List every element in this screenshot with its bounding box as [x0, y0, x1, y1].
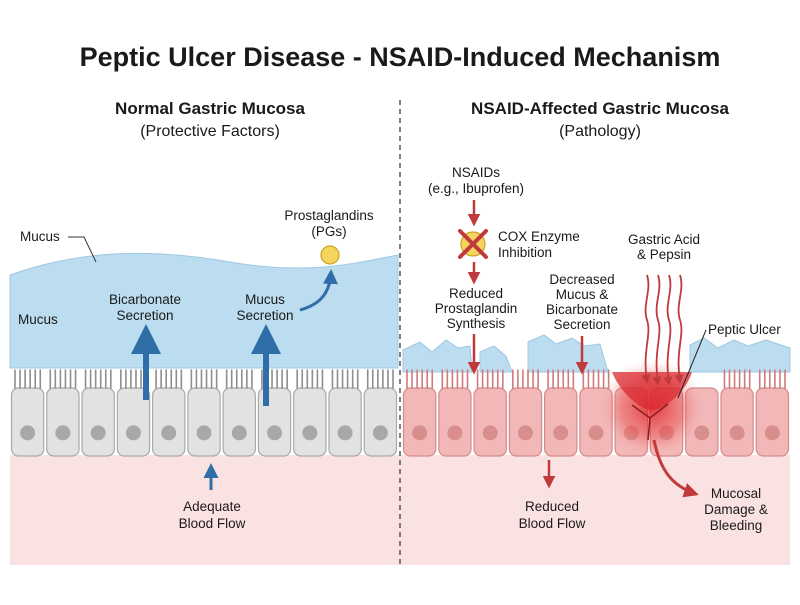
- label-pepsin: & Pepsin: [637, 247, 691, 262]
- prostaglandin-arrow: [299, 269, 338, 312]
- epithelial-cell: [438, 387, 472, 457]
- label-nsaids-example: (e.g., Ibuprofen): [428, 181, 524, 196]
- cell-nucleus: [337, 425, 353, 441]
- epithelial-cell: [720, 387, 754, 457]
- label-inhibition: Inhibition: [498, 245, 552, 260]
- normal-microvilli: [14, 369, 394, 389]
- label-blood-flow: Blood Flow: [179, 516, 246, 531]
- epithelial-cell: [402, 387, 437, 457]
- cell-nucleus: [764, 425, 780, 441]
- affected-microvilli: [406, 369, 786, 389]
- label-adequate: Adequate: [183, 499, 241, 514]
- epithelial-cell: [363, 387, 398, 457]
- label-reduced-pg-1: Reduced: [449, 286, 503, 301]
- cell-nucleus: [90, 425, 106, 441]
- label-pgs: (PGs): [311, 224, 346, 239]
- label-mucus-top: Mucus: [20, 229, 60, 244]
- cell-nucleus: [372, 425, 388, 441]
- label-decreased-1: Decreased: [549, 272, 614, 287]
- label-decreased-2: Mucus &: [556, 287, 609, 302]
- mucosal-damage-arrow: [652, 439, 699, 498]
- cell-nucleus: [231, 425, 247, 441]
- label-mucus-secretion-1: Mucus: [245, 292, 285, 307]
- cell-nucleus: [125, 425, 141, 441]
- label-decreased-3: Bicarbonate: [546, 302, 618, 317]
- label-reduced-blood-flow: Blood Flow: [519, 516, 586, 531]
- cell-nucleus: [196, 425, 212, 441]
- label-damage-2: Damage &: [704, 502, 768, 517]
- page-title: Peptic Ulcer Disease - NSAID-Induced Mec…: [80, 42, 721, 72]
- label-bicarbonate: Bicarbonate: [109, 292, 181, 307]
- acid-wavy-arrows: [641, 274, 684, 386]
- label-reduced-pg-3: Synthesis: [447, 316, 506, 331]
- left-subheading: (Protective Factors): [140, 123, 280, 140]
- epithelial-cell: [293, 387, 327, 457]
- prostaglandin-icon: [320, 245, 340, 265]
- epithelial-cell: [222, 387, 257, 457]
- label-mucus-side: Mucus: [18, 312, 58, 327]
- damaged-mucus-patches: [402, 334, 791, 373]
- cell-nucleus: [161, 425, 177, 441]
- label-prostaglandins: Prostaglandins: [284, 208, 374, 223]
- cell-nucleus: [55, 425, 71, 441]
- epithelial-cell: [473, 387, 507, 457]
- epithelial-cell: [508, 387, 543, 457]
- leader-mucus: [68, 236, 97, 263]
- left-heading: Normal Gastric Mucosa: [115, 99, 305, 118]
- epithelial-cell: [46, 387, 80, 457]
- cox-inhibition-icon: [458, 229, 488, 259]
- label-gastric-acid: Gastric Acid: [628, 232, 700, 247]
- cell-nucleus: [267, 425, 283, 441]
- label-decreased-4: Secretion: [553, 317, 610, 332]
- label-mucus-secretion-2: Secretion: [236, 308, 293, 323]
- cell-nucleus: [302, 425, 318, 441]
- cell-nucleus: [412, 425, 428, 441]
- label-bicarbonate-secretion: Secretion: [116, 308, 173, 323]
- label-reduced-pg-2: Prostaglandin: [435, 301, 518, 316]
- cell-nucleus: [588, 425, 604, 441]
- epithelial-cell: [543, 387, 578, 457]
- label-cox: COX Enzyme: [498, 229, 580, 244]
- cell-nucleus: [553, 425, 569, 441]
- cell-nucleus: [447, 425, 463, 441]
- cell-nucleus: [20, 425, 36, 441]
- epithelial-cell: [116, 387, 151, 457]
- label-nsaids: NSAIDs: [452, 165, 500, 180]
- epithelial-cell: [187, 387, 221, 457]
- label-damage-1: Mucosal: [711, 486, 761, 501]
- ulcer-leader: [677, 329, 707, 399]
- label-peptic-ulcer: Peptic Ulcer: [708, 322, 781, 337]
- label-reduced-blood: Reduced: [525, 499, 579, 514]
- ulcer-crater: [600, 360, 704, 456]
- epithelial-cell: [81, 387, 115, 457]
- normal-mucus-layer: [9, 252, 399, 369]
- right-subheading: (Pathology): [559, 123, 641, 140]
- cell-nucleus: [517, 425, 533, 441]
- epithelial-cell: [328, 387, 362, 457]
- affected-epithelial-cells: [402, 387, 790, 457]
- label-damage-3: Bleeding: [710, 518, 763, 533]
- epithelial-cell: [10, 387, 45, 457]
- epithelial-cell: [151, 387, 186, 457]
- normal-epithelial-cells: [10, 387, 398, 457]
- right-heading: NSAID-Affected Gastric Mucosa: [471, 99, 729, 118]
- epithelial-cell: [755, 387, 790, 457]
- cell-nucleus: [729, 425, 745, 441]
- cell-nucleus: [482, 425, 498, 441]
